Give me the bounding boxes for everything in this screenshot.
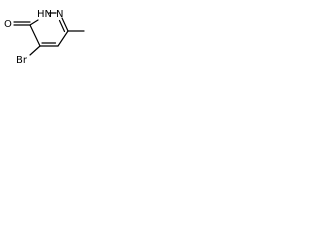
structure-svg: O HN N Br <box>4 9 85 65</box>
bond-c3-n2 <box>29 19 39 26</box>
bond-n1-c6 <box>61 17 69 32</box>
bond-c4-br <box>29 45 41 56</box>
atom-label-n: N <box>56 9 63 20</box>
atom-label-bromine: Br <box>16 55 28 65</box>
bond-c6-c5 <box>57 30 69 47</box>
bond-c4-c3 <box>29 24 41 47</box>
molecule-diagram: O HN N Br <box>0 0 88 65</box>
atom-label-nh: HN <box>37 9 52 20</box>
atom-label-oxygen: O <box>4 19 12 30</box>
bond-n1-c6-inner <box>58 19 66 33</box>
